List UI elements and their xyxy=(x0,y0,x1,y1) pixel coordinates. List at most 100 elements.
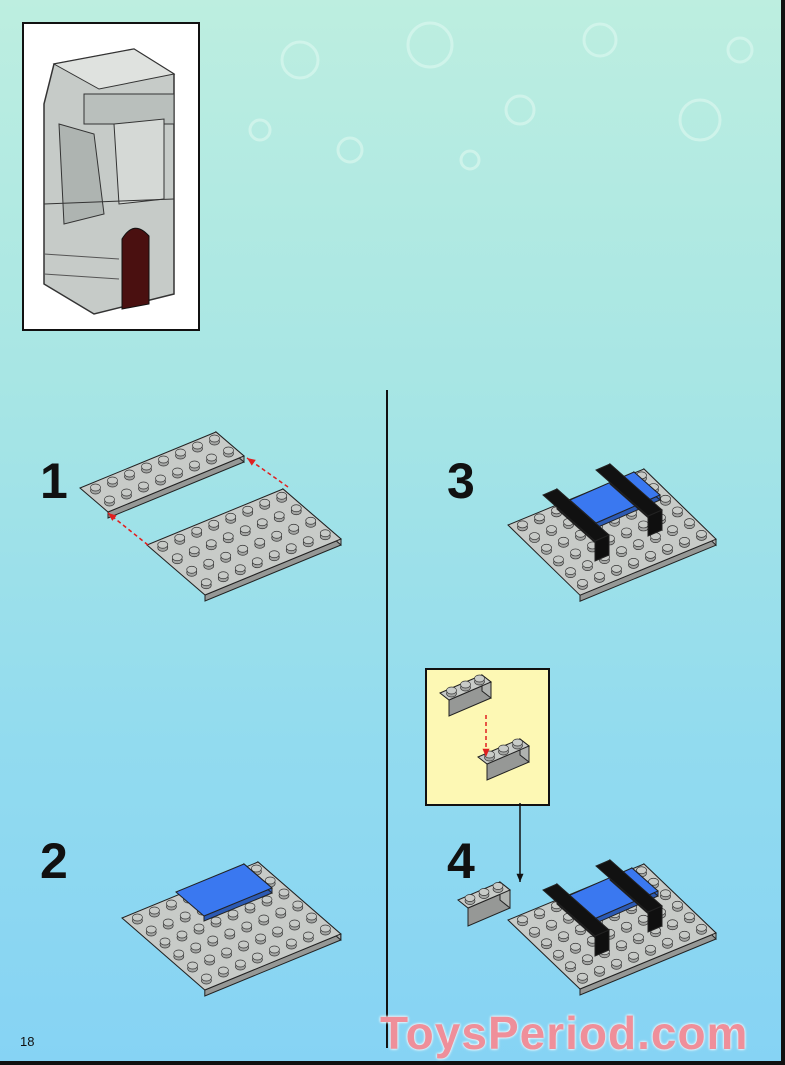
blue-tile xyxy=(175,862,273,922)
stud xyxy=(268,550,280,559)
stud xyxy=(303,931,314,940)
stud xyxy=(611,958,622,967)
stud xyxy=(138,481,149,490)
page-number: 18 xyxy=(20,1034,35,1049)
stud xyxy=(261,895,273,904)
stud xyxy=(158,455,169,464)
stud xyxy=(224,928,236,937)
stud xyxy=(512,738,523,747)
stud xyxy=(273,511,285,520)
stud xyxy=(258,914,270,923)
stud xyxy=(582,560,593,569)
stud xyxy=(577,578,588,587)
stud xyxy=(628,951,639,960)
stud xyxy=(187,961,198,970)
stud xyxy=(633,539,644,548)
stud xyxy=(633,933,644,942)
stud xyxy=(90,483,101,492)
stud xyxy=(306,912,317,921)
stud xyxy=(173,949,185,958)
completed-model-preview xyxy=(22,22,200,331)
stud xyxy=(645,944,656,953)
stud xyxy=(193,923,205,932)
stud xyxy=(256,518,268,527)
stud xyxy=(616,546,627,555)
stud xyxy=(288,523,300,532)
block-top-face xyxy=(175,863,273,917)
stud xyxy=(237,544,249,553)
stud xyxy=(636,866,647,875)
stud xyxy=(645,550,656,559)
stud xyxy=(320,924,331,933)
block-top-face xyxy=(595,463,663,517)
bubble-decoration xyxy=(678,98,722,142)
stud xyxy=(239,525,251,534)
stud xyxy=(290,504,302,513)
stud xyxy=(227,909,239,918)
stud xyxy=(696,923,707,932)
stud xyxy=(204,954,215,963)
stud xyxy=(529,532,540,540)
stud xyxy=(474,674,485,683)
stud xyxy=(200,578,212,587)
stud xyxy=(621,527,632,536)
stud xyxy=(546,919,557,928)
stud xyxy=(684,518,695,527)
stud xyxy=(498,744,509,753)
stud xyxy=(289,919,300,928)
stud xyxy=(285,543,297,552)
plate-2x8 xyxy=(79,430,245,519)
stud xyxy=(255,933,266,942)
stud xyxy=(679,536,690,545)
stud xyxy=(254,537,266,546)
stud xyxy=(222,532,234,541)
stud xyxy=(648,877,659,886)
stud xyxy=(660,889,671,898)
stud xyxy=(251,864,262,873)
stud xyxy=(667,525,678,534)
hinge-brick xyxy=(457,880,511,927)
plate-6x8 xyxy=(507,862,717,996)
stud xyxy=(594,571,605,580)
stud xyxy=(172,467,183,476)
stud xyxy=(696,529,707,538)
stud xyxy=(534,908,545,917)
stud xyxy=(242,505,254,514)
stud xyxy=(162,918,174,927)
stud xyxy=(272,926,283,935)
bubble-decoration xyxy=(406,21,454,69)
stud xyxy=(145,925,157,934)
hinge-brick-bottom xyxy=(477,737,530,781)
stud xyxy=(141,462,152,471)
stud xyxy=(275,907,287,916)
stud xyxy=(546,525,557,533)
bubble-decoration xyxy=(504,94,536,126)
bubble-decoration xyxy=(280,40,320,80)
stud xyxy=(464,894,476,902)
stud xyxy=(171,553,183,562)
stud xyxy=(190,942,202,951)
stud xyxy=(553,555,564,564)
stud xyxy=(628,557,639,566)
stud xyxy=(191,526,203,535)
block-top-face xyxy=(542,883,610,937)
stud xyxy=(205,539,217,548)
stud xyxy=(217,571,229,580)
stud xyxy=(186,565,198,574)
stud xyxy=(235,959,246,968)
stud xyxy=(278,888,290,897)
stud xyxy=(192,441,203,450)
stud xyxy=(107,476,118,485)
stud xyxy=(104,495,115,504)
stud xyxy=(611,564,622,573)
bubble-decoration xyxy=(336,136,364,164)
stud xyxy=(241,921,253,930)
stud xyxy=(234,564,246,573)
stud xyxy=(616,940,627,949)
block-top-face xyxy=(79,431,245,513)
stud xyxy=(302,536,314,545)
stud xyxy=(209,434,220,443)
stud xyxy=(157,540,169,549)
stud xyxy=(208,519,220,528)
stud xyxy=(155,474,166,483)
